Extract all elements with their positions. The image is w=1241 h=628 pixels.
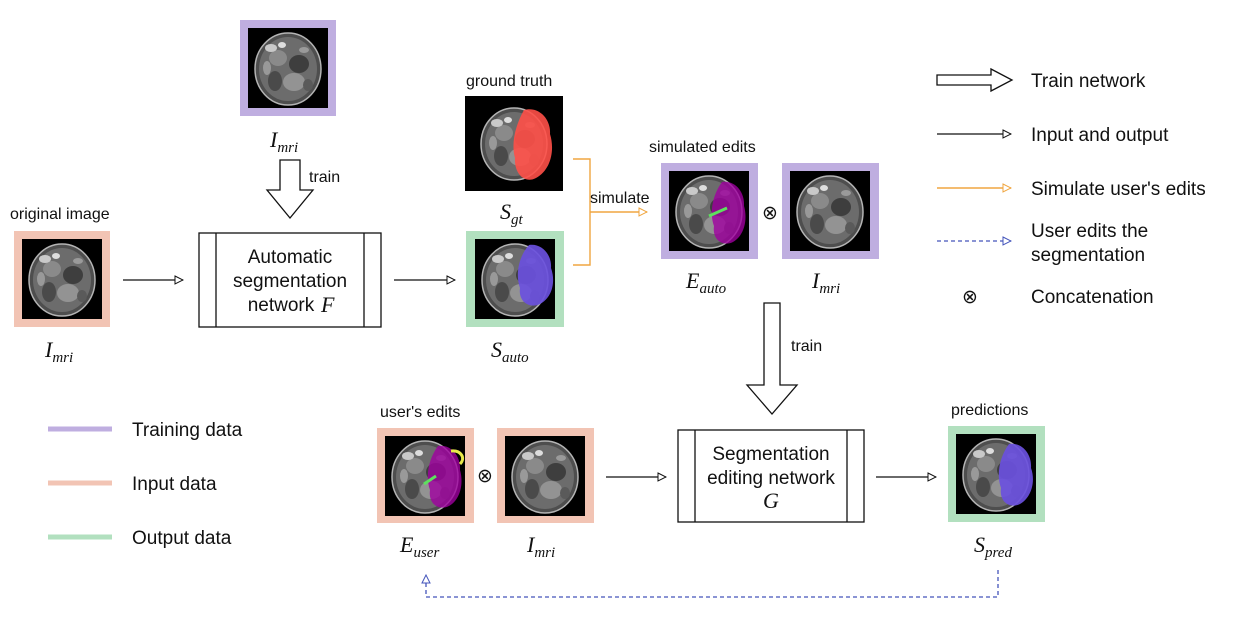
label-ground-truth: ground truth <box>466 73 552 90</box>
mri-scan-icon <box>21 238 103 320</box>
ground-truth-mask <box>513 109 553 180</box>
simulated-edit-mask <box>711 181 746 244</box>
network-f-line1: Automatic <box>248 247 332 268</box>
label-imri-left: Imri <box>44 337 73 366</box>
label-imri-top: Imri <box>269 127 298 156</box>
legend-train-network: Train network <box>1031 71 1146 92</box>
user-edit-loop <box>426 570 999 598</box>
label-users-edits: user's edits <box>380 404 460 421</box>
legend-simulate-edits: Simulate user's edits <box>1031 179 1206 200</box>
mri-scan-icon <box>247 27 329 109</box>
label-s-auto: Sauto <box>491 337 529 366</box>
legend-user-edits-line2: segmentation <box>1031 245 1145 266</box>
segmentation-editing-network: Segmentation editing network G <box>677 429 865 523</box>
network-f-line2: segmentation <box>233 271 347 292</box>
label-imri-bottom: Imri <box>526 532 555 561</box>
mri-scan-icon <box>504 435 586 517</box>
hollow-arrow-icon <box>745 302 799 415</box>
hollow-arrow-icon <box>265 159 315 220</box>
legend-data: Training data Input data Output data <box>48 420 243 549</box>
legend-output-data: Output data <box>132 528 232 549</box>
label-imri-mid: Imri <box>811 268 840 297</box>
legend-concatenation: Concatenation <box>1031 287 1154 308</box>
legend-arrows: Train network Input and output Simulate … <box>936 67 1206 308</box>
user-edit-stroke-green <box>423 474 437 486</box>
automatic-segmentation-network: Automatic segmentation network F <box>198 232 382 328</box>
label-predictions: predictions <box>951 402 1028 419</box>
user-edit-stroke-yellow <box>450 449 465 466</box>
label-e-auto: Eauto <box>685 268 727 297</box>
label-train-mid: train <box>791 338 822 355</box>
label-simulate: simulate <box>590 190 650 207</box>
network-f-var: F <box>320 292 335 317</box>
hollow-arrow-icon <box>936 67 1014 93</box>
auto-segmentation-mask <box>517 244 554 306</box>
concatenation-icon: ⊗ <box>962 286 978 308</box>
label-s-pred: Spred <box>974 532 1012 561</box>
label-e-user: Euser <box>399 532 439 561</box>
label-train-top: train <box>309 169 340 186</box>
network-g-line1: Segmentation <box>712 444 829 465</box>
mri-scan-icon <box>789 170 871 252</box>
prediction-mask <box>998 443 1033 506</box>
legend-training-data: Training data <box>132 420 243 441</box>
simulate-bracket <box>573 158 591 266</box>
network-g-line2: editing network <box>707 468 835 489</box>
concatenation-icon: ⊗ <box>762 202 778 224</box>
label-original-image: original image <box>10 206 110 223</box>
legend-input-output: Input and output <box>1031 125 1169 146</box>
network-g-var: G <box>763 488 779 513</box>
user-edit-mask <box>427 445 462 508</box>
label-s-gt: Sgt <box>500 199 524 228</box>
network-f-line3: network <box>248 295 315 316</box>
legend-input-data: Input data <box>132 474 217 495</box>
simulated-edit-stroke <box>708 206 728 218</box>
legend-user-edits-line1: User edits the <box>1031 221 1148 242</box>
label-simulated-edits: simulated edits <box>649 139 756 156</box>
concatenation-icon: ⊗ <box>477 465 493 487</box>
